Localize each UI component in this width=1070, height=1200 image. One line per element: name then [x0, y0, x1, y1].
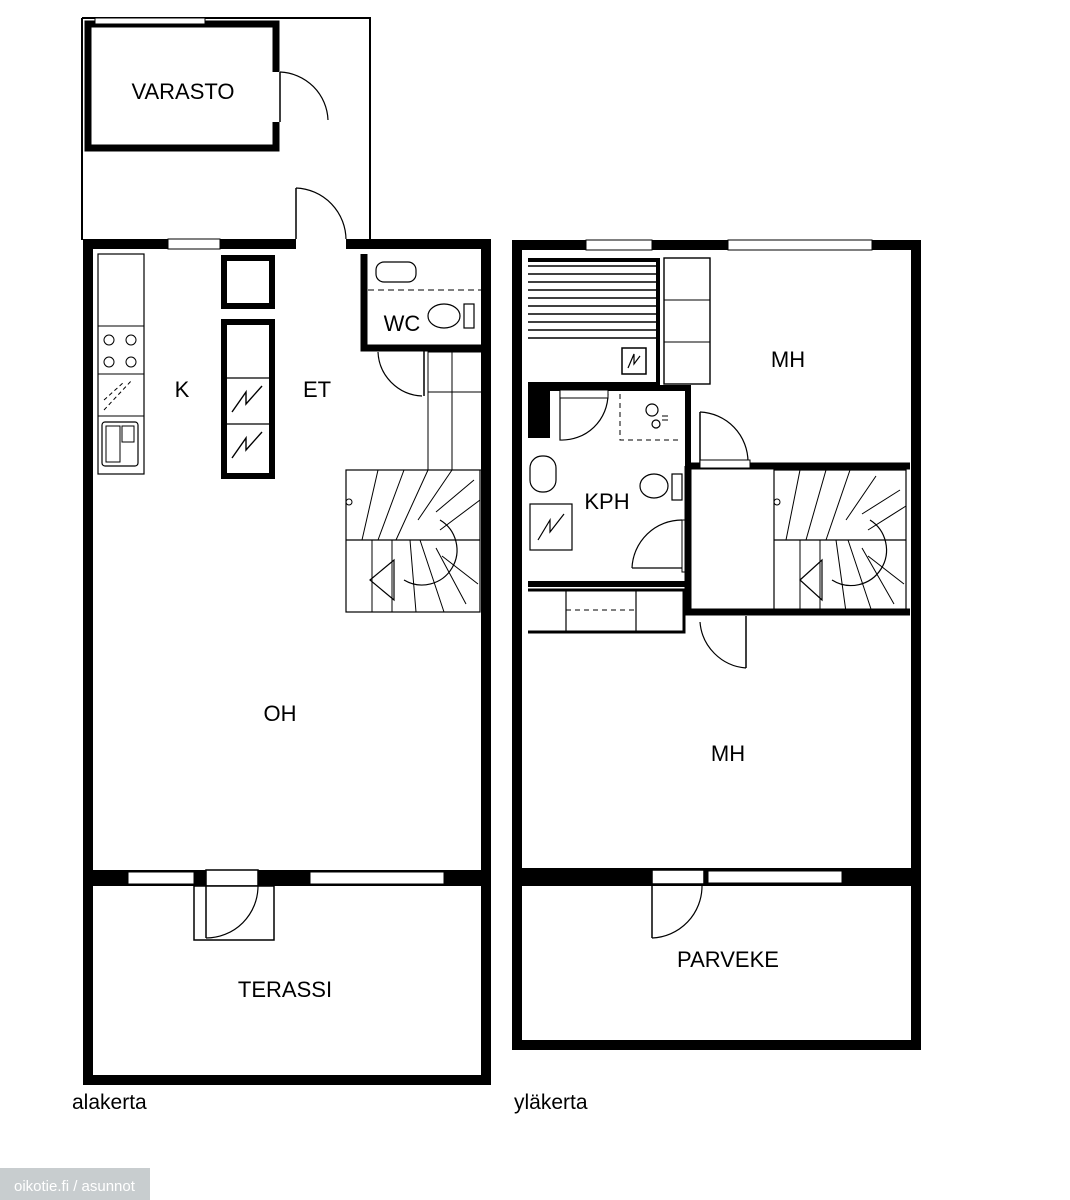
- floor-label-upper: yläkerta: [514, 1091, 588, 1114]
- label-wc: WC: [384, 311, 421, 336]
- window-terrace-left: [127, 871, 195, 885]
- door-terrace: [193, 869, 275, 941]
- label-oh: OH: [264, 701, 297, 726]
- label-kph: KPH: [584, 489, 629, 514]
- door-mh-upper: [699, 411, 751, 469]
- storage-annex-outline: [81, 17, 371, 240]
- door-balcony: [651, 869, 705, 939]
- window-terrace-right: [309, 871, 445, 885]
- label-mh-lower: MH: [711, 741, 745, 766]
- wall-hall: [684, 466, 910, 616]
- kitchen-counter: [97, 253, 145, 475]
- sauna: [528, 258, 660, 386]
- window-varasto: [94, 17, 206, 25]
- kph-room: [528, 385, 691, 587]
- door-varasto: [272, 71, 329, 122]
- label-mh-upper: MH: [771, 347, 805, 372]
- watermark: oikotie.fi / asunnot: [14, 1178, 136, 1195]
- wardrobe-mh-lower: [528, 588, 686, 634]
- floor-label-lower: alakerta: [72, 1091, 147, 1114]
- label-terassi: TERASSI: [238, 977, 332, 1002]
- label-varasto: VARASTO: [131, 79, 234, 104]
- label-parveke: PARVEKE: [677, 947, 779, 972]
- window-mh-upper: [727, 239, 873, 251]
- lower-outer-walls: [83, 239, 491, 1085]
- door-mh-lower: [699, 616, 747, 669]
- upper-floor: [512, 239, 921, 1050]
- label-k: K: [175, 377, 190, 402]
- upper-outer-walls: [512, 240, 921, 1050]
- staircase-upper: [773, 469, 907, 613]
- window-kitchen: [167, 238, 221, 250]
- wardrobe-mh-upper: [663, 257, 711, 385]
- wc-room: [360, 254, 485, 471]
- window-sauna: [585, 239, 653, 251]
- lower-floor: [81, 17, 491, 1085]
- staircase-lower: [345, 469, 481, 613]
- label-et: ET: [303, 377, 331, 402]
- cabinet-column: [221, 255, 275, 479]
- entrance-gap: [296, 239, 346, 249]
- window-balcony: [707, 870, 843, 884]
- watermark-bg: [0, 1168, 150, 1200]
- door-entrance: [295, 187, 347, 241]
